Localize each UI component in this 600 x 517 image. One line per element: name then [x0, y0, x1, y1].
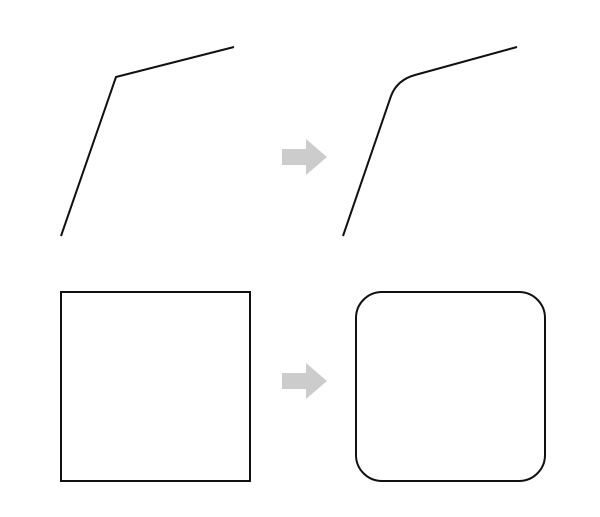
square-sharp [60, 291, 251, 482]
sharp-corner-polyline [60, 46, 235, 237]
rounded-corner-polyline [342, 46, 518, 237]
arrow-bottom [282, 363, 327, 399]
arrow-top [282, 139, 327, 175]
square-rounded [355, 291, 546, 482]
